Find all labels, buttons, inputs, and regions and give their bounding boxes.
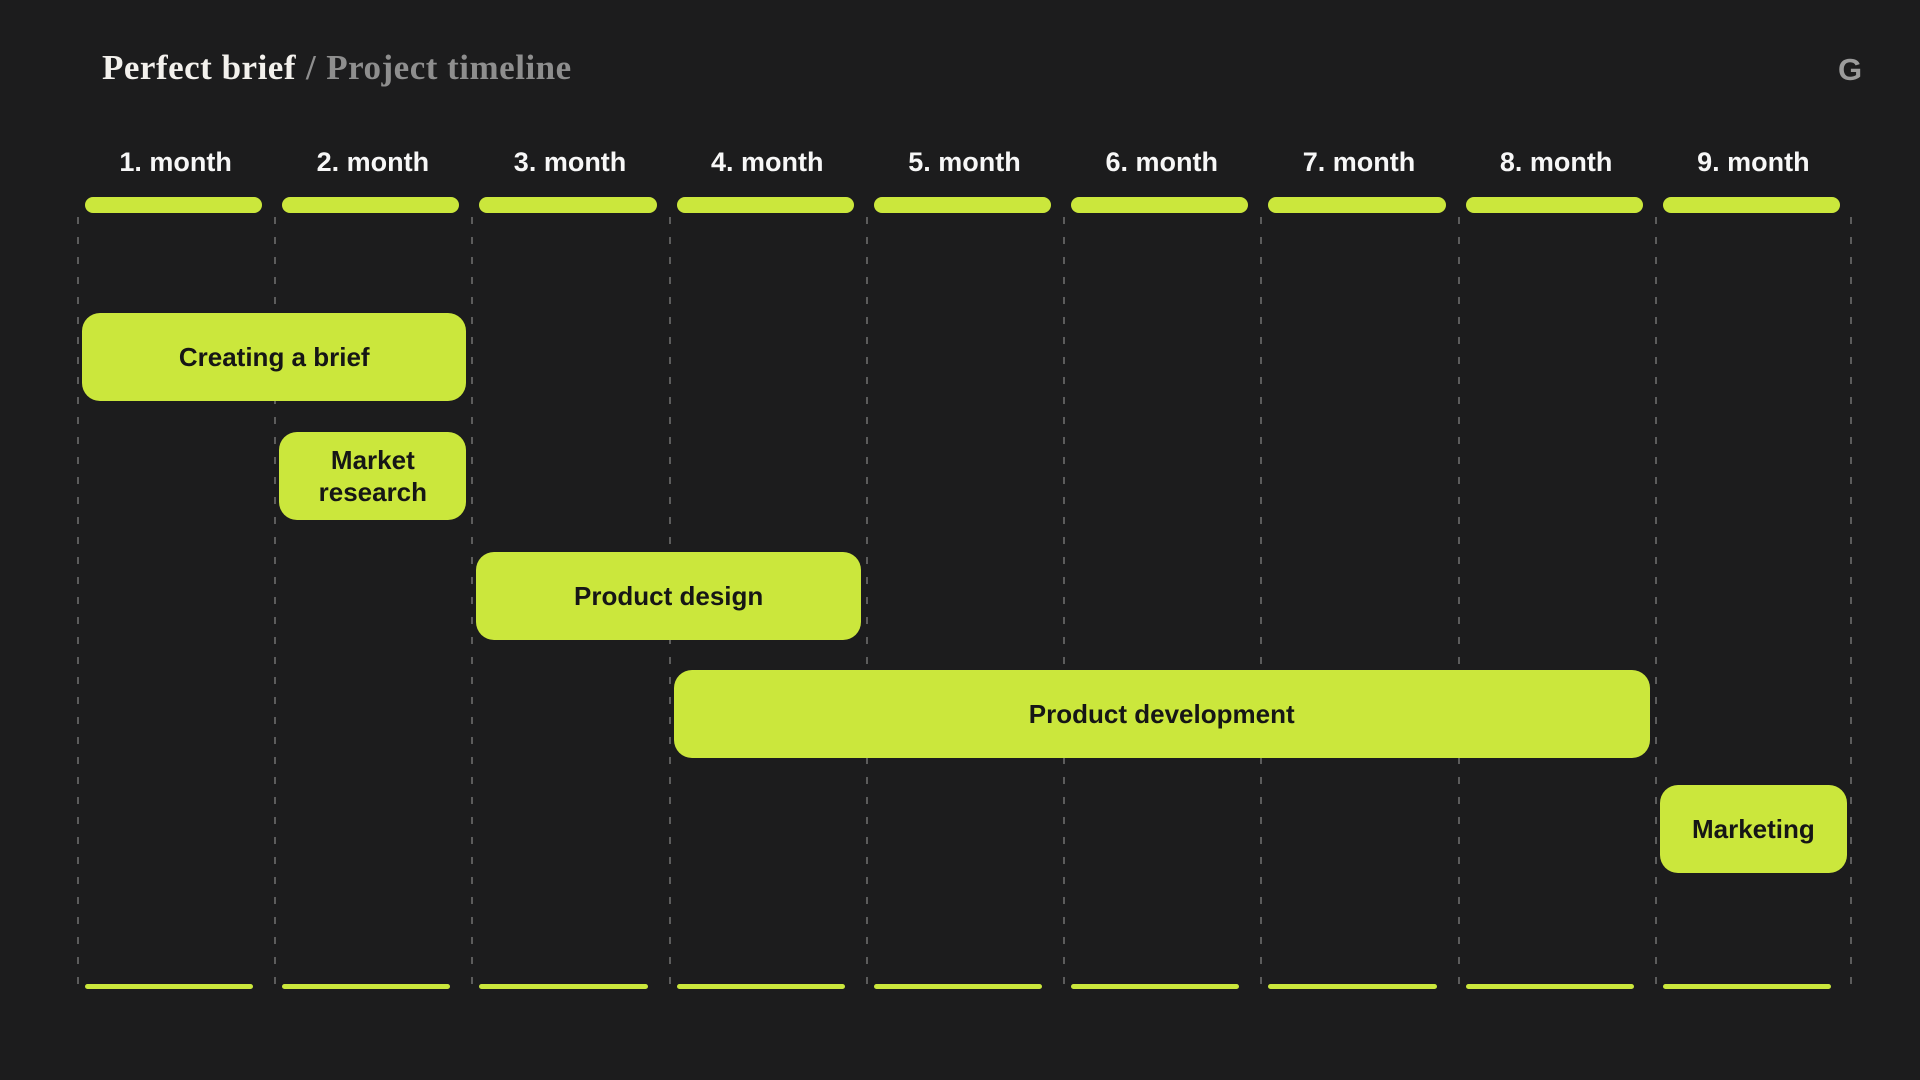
page-title: Perfect brief /Project timeline [102,50,572,85]
month-label: 1. month [119,147,232,177]
column-gridline [274,217,277,988]
column-baseline [479,984,648,989]
column-gridline [1654,217,1657,988]
column-baseline [873,984,1043,989]
month-progress-pill [1662,197,1840,213]
task-bar[interactable]: Product design [476,552,861,640]
task-bar[interactable]: Marketing [1659,785,1847,873]
month-progress-pill [282,197,460,213]
column-baseline [1465,984,1634,989]
month-label: 5. month [908,147,1021,177]
month-progress-pill [1071,197,1249,213]
month-progress-pill [1465,197,1643,213]
month-progress-pill [479,197,657,213]
month-label: 6. month [1105,147,1218,177]
column-baseline [1662,984,1831,989]
task-label: Creating a brief [178,341,370,372]
task-label: Market research [318,444,428,508]
column-baseline [1268,984,1437,989]
title-secondary: Project timeline [326,48,572,87]
column-gridline [471,217,474,988]
month-progress-pill [1268,197,1446,213]
column-gridline [1850,217,1852,988]
month-label: 7. month [1302,147,1416,177]
title-separator: / [306,48,317,87]
column-baseline [282,984,451,989]
column-baseline [676,984,845,989]
task-label: Product design [574,580,764,611]
month-label: 8. month [1499,147,1613,177]
task-label: Marketing [1691,813,1815,844]
column-gridline [1457,217,1460,988]
month-progress-pill [873,197,1052,213]
month-label: 3. month [513,147,627,177]
month-label: 9. month [1697,147,1810,177]
column-baseline [85,984,254,989]
task-label: Product development [1028,698,1295,729]
column-gridline [1063,217,1066,988]
task-bar[interactable]: Product development [673,670,1650,758]
title-primary: Perfect brief [102,48,296,87]
month-label: 4. month [711,147,824,177]
column-gridline [77,217,79,988]
header: Perfect brief /Project timeline G [0,0,1920,110]
month-progress-pill [676,197,854,213]
task-bar[interactable]: Creating a brief [82,313,467,401]
g-logo-icon[interactable]: G [1837,52,1863,87]
timeline: 1. month 2. month 3. month 4. month 5. month… [77,0,1852,1080]
column-gridline [865,217,868,988]
column-baseline [1071,984,1240,989]
column-gridline [1260,217,1263,988]
month-progress-pill [85,197,263,213]
month-label: 2. month [316,147,430,177]
task-bar[interactable]: Market research [279,432,467,520]
